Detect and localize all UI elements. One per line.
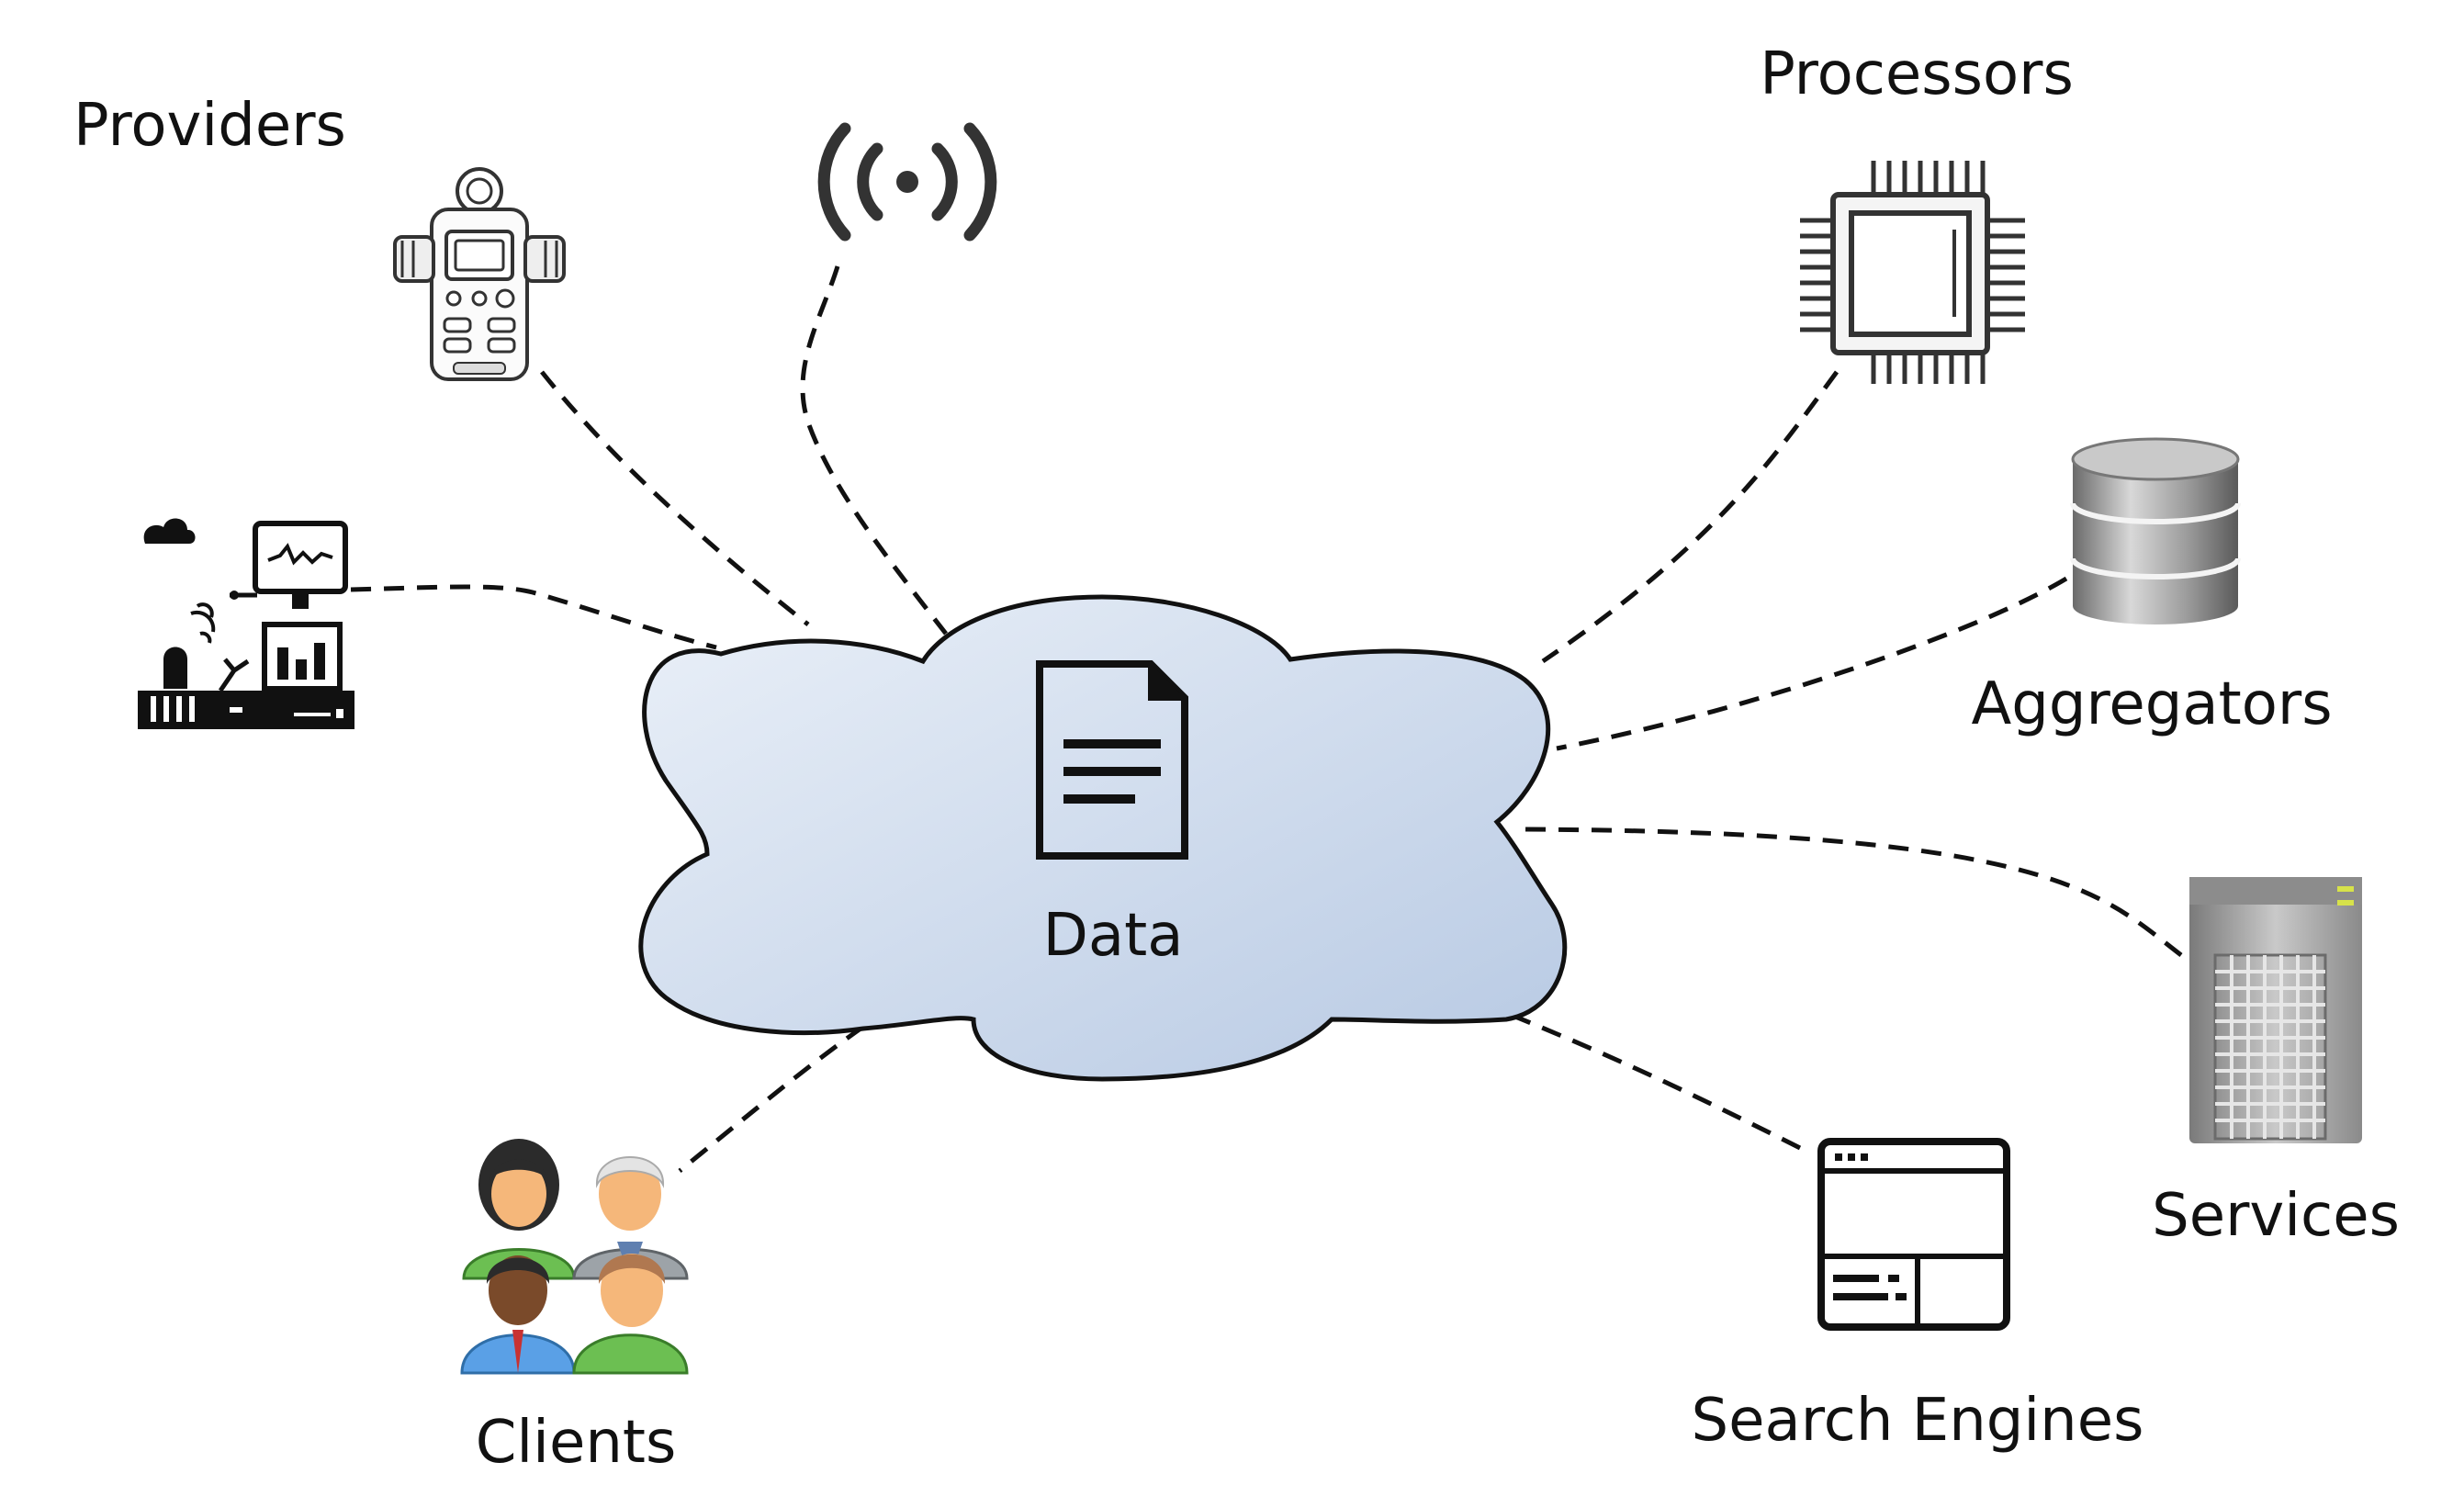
- cpu-chip-icon: [1800, 161, 2025, 384]
- services-node: Services: [2152, 877, 2400, 1250]
- cloud-shape: [638, 594, 1568, 1082]
- browser-window-icon: [1817, 1138, 2010, 1331]
- connector-providers: [540, 370, 810, 626]
- connector-services: [1514, 827, 2183, 957]
- center-label: Data: [1043, 902, 1184, 970]
- processors-node: Processors: [1760, 40, 2074, 384]
- database-icon: [2070, 437, 2241, 624]
- providers-label: Providers: [73, 92, 346, 160]
- connector-clients: [678, 1024, 865, 1173]
- connector-search-engines: [1510, 1012, 1802, 1151]
- providers-node: Providers: [73, 92, 566, 381]
- handheld-meter-icon: [393, 167, 566, 381]
- data-cloud: Data: [638, 594, 1568, 1082]
- clients-node: Clients: [460, 1139, 689, 1477]
- wireless-node: [817, 122, 997, 242]
- search-engines-node: Search Engines: [1692, 1138, 2144, 1455]
- connector-sensor-station: [350, 584, 717, 650]
- sensor-station-node: [138, 518, 354, 729]
- sensor-station-icon: [138, 518, 354, 729]
- search-engines-label: Search Engines: [1692, 1387, 2144, 1455]
- aggregators-node: Aggregators: [1971, 437, 2333, 738]
- connector-aggregators: [1556, 576, 2068, 751]
- processors-label: Processors: [1760, 40, 2074, 108]
- wireless-broadcast-icon: [817, 122, 997, 242]
- server-tower-icon: [2189, 877, 2362, 1143]
- aggregators-label: Aggregators: [1971, 670, 2332, 738]
- connector-lines: [350, 265, 2183, 1173]
- services-label: Services: [2152, 1182, 2400, 1250]
- connector-processors: [1541, 370, 1840, 664]
- user-group-icon: [460, 1139, 689, 1375]
- document-icon: [1036, 660, 1188, 860]
- connector-wireless: [800, 265, 948, 636]
- clients-label: Clients: [476, 1409, 677, 1477]
